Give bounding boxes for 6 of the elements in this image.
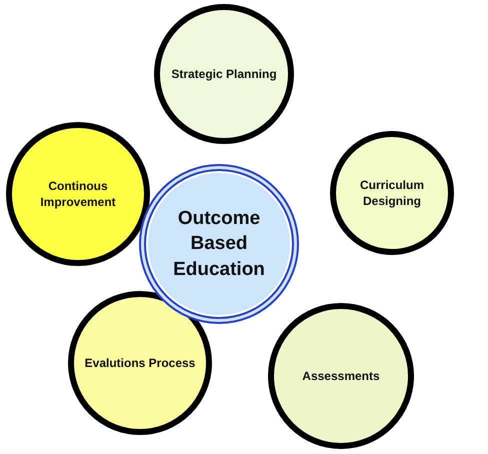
- center-title: Outcome Based Education: [172, 206, 266, 282]
- topic-label: Strategic Planning: [171, 66, 277, 82]
- topic-label: Continous Improvement: [39, 178, 117, 210]
- topic-label: Curriculum Designing: [358, 176, 425, 210]
- topic-label: Evalutions Process: [84, 354, 196, 372]
- topic-label: Assessments: [302, 368, 380, 384]
